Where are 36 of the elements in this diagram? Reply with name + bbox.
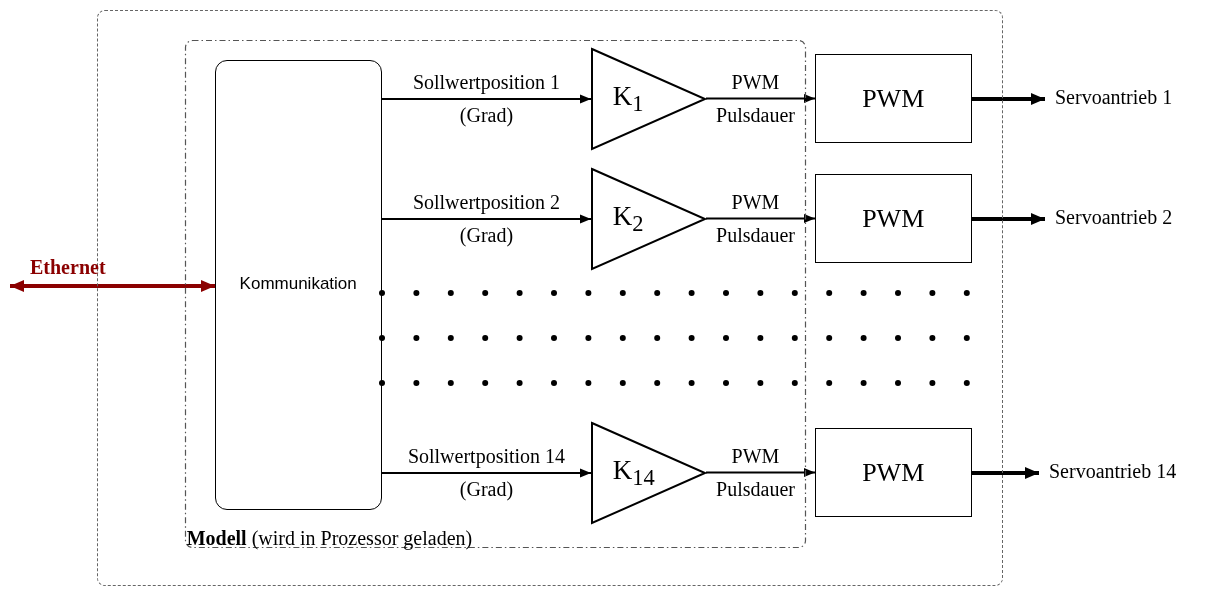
edge-label: Sollwertposition 1 (Grad) <box>411 70 562 129</box>
arrow <box>972 213 1045 225</box>
block-label: PWM <box>861 457 926 488</box>
output-text: Servoantrieb 14 <box>1049 460 1177 483</box>
edge-label: PWM Pulsdauer <box>715 443 796 502</box>
output-text: Servoantrieb 2 <box>1055 206 1173 229</box>
model-group <box>184 39 806 548</box>
gain-triangle <box>590 421 706 524</box>
gain-label: K$_{1}$ <box>612 80 644 118</box>
edge-label: Sollwertposition 2 (Grad) <box>411 190 562 249</box>
output-text: Servoantrieb 1 <box>1055 86 1173 109</box>
gain-triangle <box>590 167 706 270</box>
arrow <box>10 280 215 292</box>
arrow <box>705 214 816 223</box>
gain-label: K$_{2}$ <box>612 200 644 238</box>
edge-label: Sollwertposition 14 (Grad) <box>406 444 567 503</box>
arrow <box>381 94 592 104</box>
group-title: Modell (wird in Prozessor geladen) <box>186 526 473 550</box>
pwm-block <box>814 53 972 143</box>
arrow <box>705 468 816 477</box>
communication-block <box>214 59 382 510</box>
gain-label: K$_{14}$ <box>612 454 655 492</box>
edge-label: Ethernet <box>30 256 106 279</box>
arrow <box>381 214 592 224</box>
pwm-block <box>814 427 972 517</box>
block-label: Kommunikation <box>238 273 358 294</box>
arrow <box>705 94 816 103</box>
block-label: PWM <box>861 83 926 114</box>
block-label: PWM <box>861 203 926 234</box>
arrow <box>972 93 1045 105</box>
gain-triangle <box>590 47 706 150</box>
edge-label: PWM Pulsdauer <box>715 69 796 128</box>
edge-label: PWM Pulsdauer <box>715 189 796 248</box>
arrow <box>972 467 1039 479</box>
pwm-block <box>814 173 972 263</box>
arrow <box>381 468 592 478</box>
